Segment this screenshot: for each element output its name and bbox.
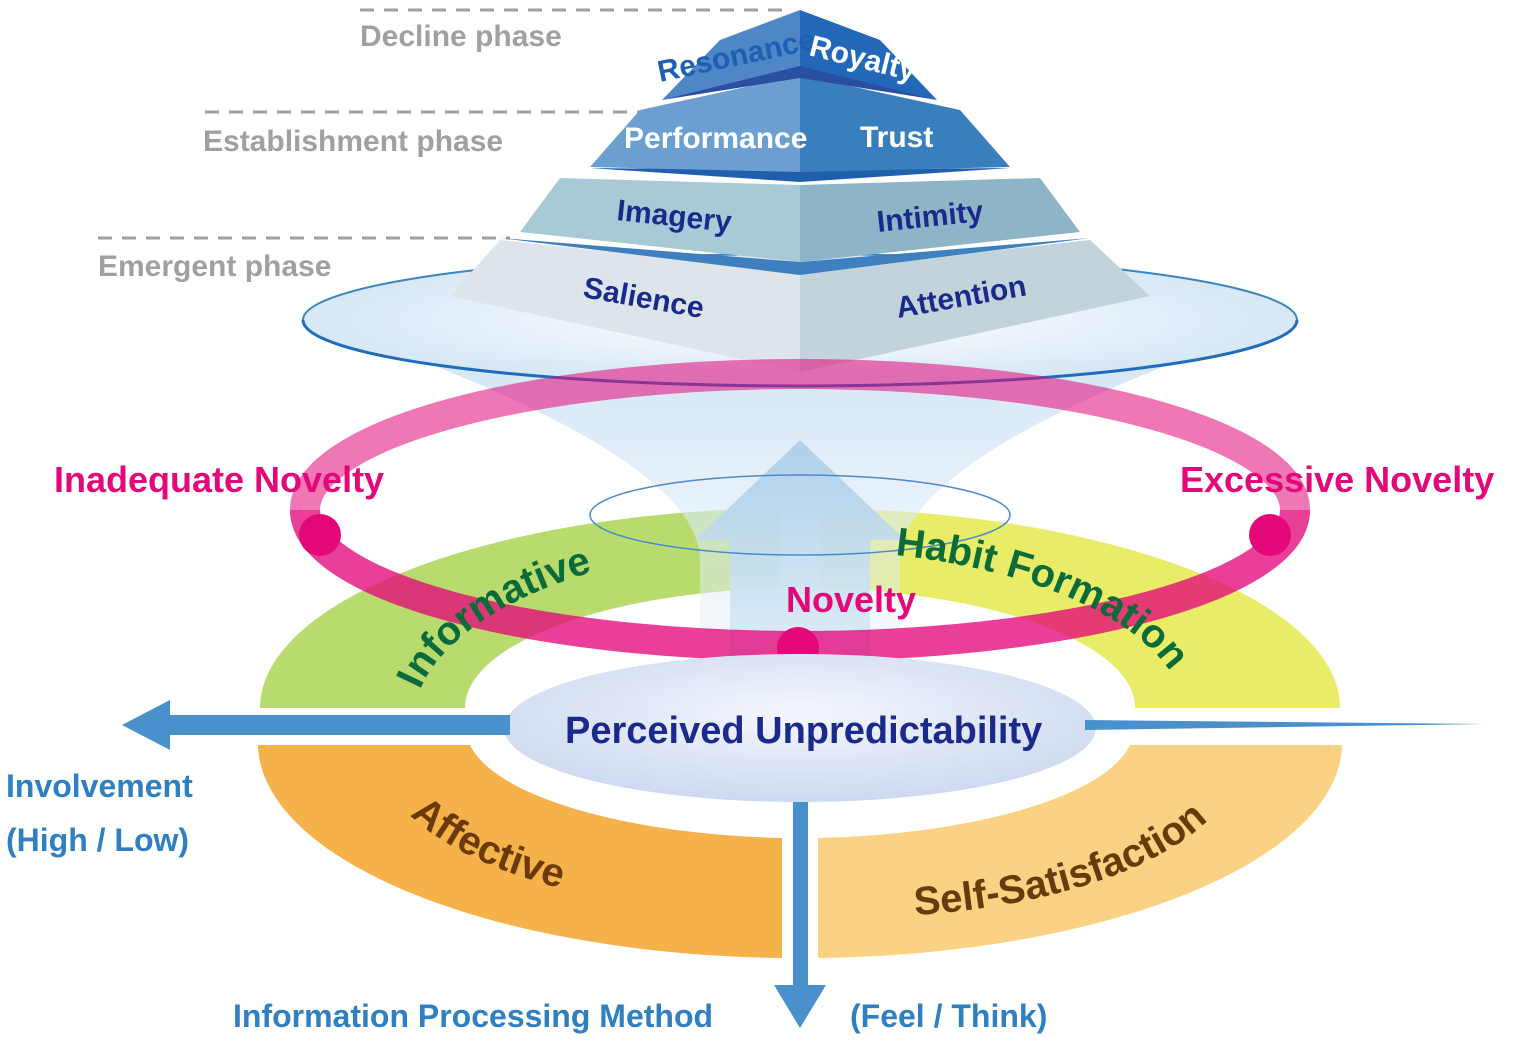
inadequate-novelty-label: Inadequate Novelty bbox=[54, 459, 384, 500]
performance-face bbox=[590, 75, 800, 172]
decline-phase-label: Decline phase bbox=[360, 20, 562, 53]
pyramid bbox=[450, 10, 1150, 372]
involvement-label: Involvement bbox=[6, 768, 193, 804]
affective-quadrant bbox=[258, 745, 782, 958]
inner-disc bbox=[589, 474, 1011, 556]
trust-face bbox=[800, 75, 1010, 172]
perceived-unpredictability-ellipse bbox=[504, 654, 1096, 802]
performance-label: Performance bbox=[624, 122, 807, 155]
perceived-unpredictability-label: Perceived Unpredictability bbox=[565, 710, 1042, 752]
involvement-range-label: (High / Low) bbox=[6, 822, 189, 858]
imagery-face bbox=[520, 178, 800, 262]
royalty-face bbox=[800, 10, 937, 100]
resonance-edge bbox=[662, 66, 937, 100]
salience-edge bbox=[500, 238, 1090, 275]
processing-axis bbox=[774, 802, 826, 1028]
novelty-label: Novelty bbox=[786, 579, 916, 620]
processing-label: Information Processing Method bbox=[233, 998, 713, 1034]
involvement-axis bbox=[122, 700, 1485, 750]
emergent-phase-label: Emergent phase bbox=[98, 250, 331, 283]
establishment-phase-label: Establishment phase bbox=[203, 125, 503, 158]
resonance-face bbox=[662, 10, 800, 100]
attention-face bbox=[800, 240, 1150, 372]
excessive-novelty-label: Excessive Novelty bbox=[1180, 459, 1494, 500]
trust-label: Trust bbox=[860, 121, 933, 154]
processing-range-label: (Feel / Think) bbox=[850, 998, 1047, 1034]
intimity-face bbox=[800, 178, 1080, 262]
phase-dividers bbox=[98, 8, 790, 240]
inadequate-novelty-dot bbox=[299, 514, 341, 556]
self-satisfaction-quadrant bbox=[818, 745, 1342, 958]
imagery-edge bbox=[590, 168, 1010, 182]
salience-face bbox=[450, 240, 800, 372]
excessive-novelty-dot bbox=[1249, 514, 1291, 556]
